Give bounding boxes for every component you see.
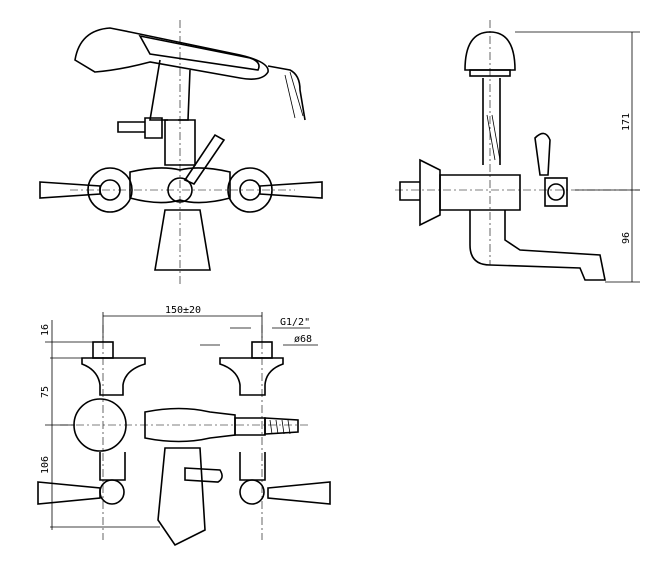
side-view: 171 96 xyxy=(395,20,640,283)
dim-diameter: ø68 xyxy=(294,334,312,345)
dim-side-upper: 171 xyxy=(621,113,632,131)
dim-upper-height: 75 xyxy=(40,386,51,398)
dim-top-height: 16 xyxy=(40,324,51,336)
dim-spacing: 150±20 xyxy=(165,305,201,316)
dim-lower-height: 106 xyxy=(40,456,51,474)
top-view: 150±20 G1/2" ø68 16 75 106 xyxy=(37,305,331,547)
dim-thread: G1/2" xyxy=(280,317,310,328)
front-view xyxy=(39,20,323,285)
dim-side-lower: 96 xyxy=(621,232,632,244)
